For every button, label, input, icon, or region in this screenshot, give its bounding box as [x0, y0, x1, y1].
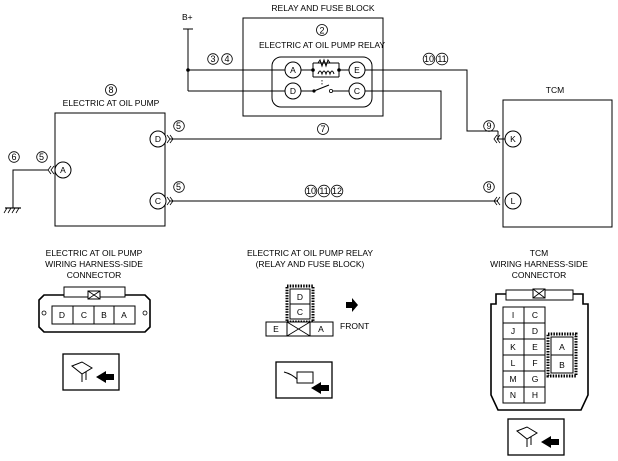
wire-ref-7-circle	[317, 123, 329, 135]
b-plus-label: B+	[182, 12, 193, 22]
svg-text:B: B	[559, 360, 565, 370]
tcm-k-wire-ref-circle	[483, 120, 495, 132]
pump-c-wire-ref: 5	[176, 182, 181, 192]
pump-pin-d	[149, 130, 167, 148]
wire-relay-e-to-tcm-k	[365, 69, 498, 132]
wire-relay-c-to-pump-d	[170, 90, 442, 140]
svg-text:C: C	[81, 310, 87, 320]
svg-text:E: E	[273, 324, 279, 334]
svg-text:F: F	[532, 358, 537, 368]
pump-pin-a	[54, 161, 72, 179]
tcm-connector-marks	[493, 134, 501, 206]
tcm-pin-k-label: K	[510, 134, 516, 144]
svg-text:I: I	[512, 310, 514, 320]
svg-text:12: 12	[332, 186, 342, 196]
pump-a-wire-ref: 5	[39, 152, 44, 162]
pump-connector-title-3: CONNECTOR	[67, 270, 122, 280]
relay-number-circle	[316, 24, 328, 36]
tcm-title: TCM	[546, 85, 564, 95]
pump-connector-marks	[47, 134, 174, 206]
pump-pin-c-label: C	[155, 196, 161, 206]
pump-number: 8	[108, 85, 113, 95]
front-arrow-icon	[346, 298, 358, 312]
pump-d-wire-ref-circle	[173, 120, 185, 132]
svg-text:D: D	[297, 292, 303, 302]
pump-pin-d-label: D	[155, 134, 161, 144]
svg-text:D: D	[532, 326, 538, 336]
pump-d-wire-ref: 5	[176, 121, 181, 131]
wire-ref-4: 4	[224, 54, 229, 64]
relay-coil	[301, 58, 349, 78]
pump-title: ELECTRIC AT OIL PUMP	[63, 98, 160, 108]
relay-right-wire-refs: 10 11	[422, 52, 449, 66]
pump-pin-a-label: A	[60, 165, 66, 175]
ground-wire-ref: 6	[11, 152, 16, 162]
wire-ref-3: 3	[210, 54, 215, 64]
svg-text:K: K	[510, 342, 516, 352]
svg-text:L: L	[511, 358, 516, 368]
tcm-pin-l	[504, 192, 522, 210]
wire-ref-11: 11	[437, 54, 446, 64]
ground-symbol: 6	[3, 151, 48, 214]
wire-ref-10: 10	[424, 54, 434, 64]
tcm-module: TCM K L	[502, 85, 613, 228]
tcm-box	[502, 99, 613, 228]
pump-number-circle	[105, 84, 117, 96]
svg-text:E: E	[532, 342, 538, 352]
svg-text:D: D	[59, 310, 65, 320]
tcm-l-wire-ref-circle	[483, 181, 495, 193]
svg-text:10: 10	[306, 186, 316, 196]
svg-text:M: M	[509, 374, 516, 384]
b-plus-supply: B+	[182, 12, 285, 92]
bottom-wire-refs: 10 11 12	[304, 184, 344, 198]
relay-pin-d-label: D	[290, 86, 296, 96]
relay-pin-a-label: A	[290, 65, 296, 75]
pump-a-wire-ref-circle	[36, 151, 48, 163]
svg-text:C: C	[532, 310, 538, 320]
electric-at-oil-pump: 8 ELECTRIC AT OIL PUMP D A C	[54, 84, 167, 227]
svg-text:A: A	[318, 324, 324, 334]
pump-harness-connector: ELECTRIC AT OIL PUMP WIRING HARNESS-SIDE…	[38, 248, 151, 333]
tcm-connector-title-2: WIRING HARNESS-SIDE	[490, 259, 588, 269]
tcm-harness-connector: TCM WIRING HARNESS-SIDE CONNECTOR I J K …	[490, 248, 589, 411]
plug-icon	[507, 418, 565, 456]
relay-number: 2	[319, 26, 324, 36]
relay-switch	[301, 80, 349, 94]
pump-connector-title-1: ELECTRIC AT OIL PUMP	[46, 248, 143, 258]
svg-text:A: A	[121, 310, 127, 320]
svg-text:B: B	[101, 310, 107, 320]
wire-tcm-k-stub	[497, 131, 505, 140]
plug-icon	[62, 353, 120, 391]
tcm-connector-title-1: TCM	[530, 248, 548, 258]
relay-pin-c-label: C	[354, 86, 360, 96]
pump-connector-title-2: WIRING HARNESS-SIDE	[45, 259, 143, 269]
plug-icon	[275, 361, 333, 399]
svg-text:G: G	[532, 374, 539, 384]
svg-text:C: C	[297, 307, 303, 317]
svg-text:H: H	[532, 390, 538, 400]
pump-box	[54, 112, 166, 227]
pump-pin-c	[149, 192, 167, 210]
svg-text:J: J	[511, 326, 515, 336]
front-label: FRONT	[340, 321, 369, 331]
wire-ref-7: 7	[320, 124, 325, 134]
svg-text:11: 11	[319, 186, 328, 196]
tcm-pin-l-label: L	[511, 196, 516, 206]
svg-text:A: A	[559, 342, 565, 352]
pump-c-wire-ref-circle	[173, 181, 185, 193]
tcm-l-wire-ref: 9	[486, 182, 491, 192]
relay-block-title: RELAY AND FUSE BLOCK	[271, 3, 374, 13]
relay-title: ELECTRIC AT OIL PUMP RELAY	[259, 40, 385, 50]
relay-connector-title-2: (RELAY AND FUSE BLOCK)	[256, 259, 365, 269]
relay-left-wire-refs: 3 4	[207, 53, 233, 65]
tcm-connector-title-3: CONNECTOR	[512, 270, 567, 280]
svg-text:N: N	[510, 390, 516, 400]
relay-and-fuse-block: RELAY AND FUSE BLOCK 2 ELECTRIC AT OIL P…	[242, 3, 385, 117]
relay-connector-title-1: ELECTRIC AT OIL PUMP RELAY	[247, 248, 373, 258]
relay-pin-e-label: E	[354, 65, 360, 75]
tcm-k-wire-ref: 9	[486, 121, 491, 131]
relay-connector: ELECTRIC AT OIL PUMP RELAY (RELAY AND FU…	[247, 248, 373, 337]
